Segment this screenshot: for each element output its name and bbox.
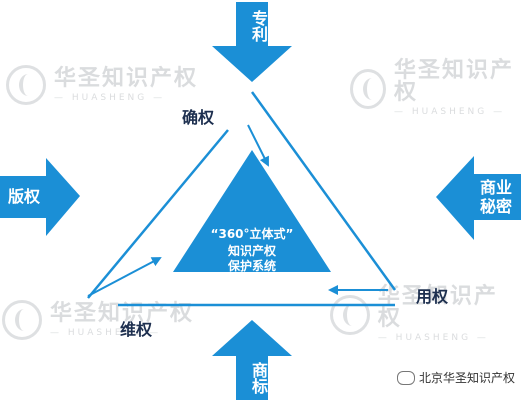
watermark-en: — HUASHENG —: [50, 327, 162, 338]
watermark-logo-icon: [330, 294, 370, 335]
center-line-3: 保护系统: [227, 259, 276, 273]
left-arrow-shape: [0, 158, 80, 236]
arrow-from-protect: [87, 257, 162, 297]
wechat-icon: [396, 370, 415, 385]
watermark-cn: 华圣知识产权: [393, 58, 514, 105]
arrow-label-trade-secret-1: 商业: [479, 178, 512, 197]
watermark-logo-icon: [350, 68, 386, 109]
arrow-to-center-top: [247, 124, 269, 167]
arrow-label-trademark: 商标: [249, 362, 268, 394]
watermark-bottom-right: 华圣知识产权 — HUASHENG —: [330, 286, 521, 343]
node-protect-rights: 维权: [120, 320, 153, 339]
center-triangle: [173, 150, 331, 272]
watermark-cn: 华圣知识产权: [50, 300, 195, 326]
watermark-en: — HUASHENG —: [54, 92, 166, 103]
brand-text: 北京华圣知识产权: [418, 371, 515, 385]
watermark-cn: 华圣知识产权: [377, 284, 498, 331]
watermark-top-right: 华圣知识产权 — HUASHENG —: [350, 60, 521, 117]
watermark-logo-icon: [6, 65, 46, 105]
center-title: “360°立体式”: [210, 227, 294, 241]
node-use-rights: 用权: [416, 287, 449, 306]
arrow-label-trade-secret-2: 秘密: [479, 197, 512, 216]
right-arrow-shape: [436, 156, 521, 240]
node-confirm-rights: 确权: [182, 108, 215, 127]
watermark-en: — HUASHENG —: [377, 333, 489, 343]
watermark-logo-icon: [2, 300, 42, 340]
bottom-arrow-shape: [212, 320, 292, 400]
brand-badge: 北京华圣知识产权: [396, 369, 515, 386]
top-arrow-shape: [212, 2, 292, 82]
triangle-right-edge: [250, 91, 397, 291]
watermark-cn: 华圣知识产权: [54, 65, 199, 91]
triangle-left-edge: [87, 129, 229, 299]
arrow-label-copyright: 版权: [7, 187, 40, 206]
watermark-top-left: 华圣知识产权 — HUASHENG —: [6, 65, 198, 105]
watermark-en: — HUASHENG —: [393, 107, 506, 117]
watermark-bottom-left: 华圣知识产权 — HUASHENG —: [2, 300, 194, 340]
center-line-2: 知识产权: [227, 244, 276, 258]
arrow-label-patent: 专利: [249, 10, 268, 42]
